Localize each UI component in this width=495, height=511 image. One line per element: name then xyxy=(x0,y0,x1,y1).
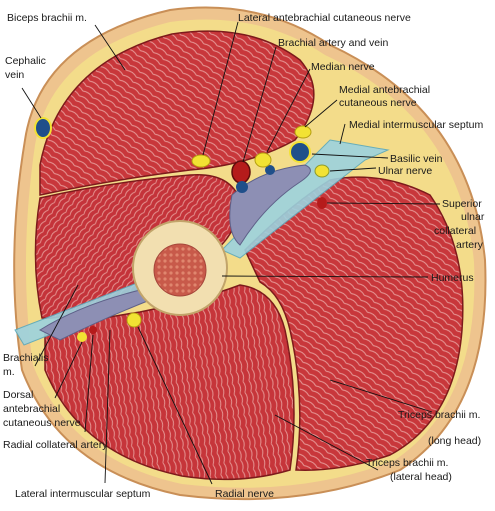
radial-nerve xyxy=(126,312,142,328)
label-radial-collateral-artery: Radial collateral artery xyxy=(3,439,108,451)
basilic-vein xyxy=(289,141,311,163)
label-triceps-lateral-line2: (lateral head) xyxy=(390,471,452,483)
label-superior-ulnar-line2: ulnar xyxy=(461,211,485,223)
label-cephalic-vein-line2: vein xyxy=(5,69,24,81)
label-cephalic-vein-line1: Cephalic xyxy=(5,55,46,67)
label-superior-ulnar-line3: collateral xyxy=(434,225,476,237)
label-dorsal-line1: Dorsal xyxy=(3,389,33,401)
lateral-antebrachial-cutaneous-nerve xyxy=(191,154,211,168)
median-nerve xyxy=(254,152,272,168)
brachial-artery xyxy=(231,160,251,184)
triceps-lateral-head-muscle xyxy=(44,284,295,481)
brachial-vein xyxy=(236,181,248,193)
medial-antebrachial-cutaneous-nerve xyxy=(294,125,312,139)
triceps-long-head-muscle xyxy=(244,176,464,471)
pointer-lines xyxy=(21,21,441,485)
bone-marrow xyxy=(153,243,207,297)
label-triceps-lateral-line1: Triceps brachii m. xyxy=(366,457,448,469)
cephalic-vein xyxy=(34,117,52,139)
radial-collateral-artery xyxy=(89,326,97,334)
label-triceps-long-line1: Triceps brachii m. xyxy=(398,409,480,421)
ulnar-nerve xyxy=(314,164,330,178)
brachial-vein-2 xyxy=(265,165,275,175)
label-dorsal-line3: cutaneous nerve xyxy=(3,417,81,429)
label-lateral-antebrachial-cutaneous-nerve: Lateral antebrachial cutaneous nerve xyxy=(238,12,411,24)
label-brachialis-line1: Brachialis xyxy=(3,352,49,364)
dorsal-antebrachial-cutaneous-nerve xyxy=(77,332,87,342)
label-superior-ulnar-line4: artery xyxy=(456,239,484,251)
label-triceps-long-line2: (long head) xyxy=(428,435,481,447)
label-median-nerve: Median nerve xyxy=(311,61,375,73)
label-brachial-artery-vein: Brachial artery and vein xyxy=(278,37,388,49)
label-brachialis-line2: m. xyxy=(3,366,15,378)
label-radial-nerve: Radial nerve xyxy=(215,488,274,500)
label-ulnar-nerve: Ulnar nerve xyxy=(378,165,432,177)
superior-ulnar-collateral-artery xyxy=(317,197,327,209)
label-humerus: Humerus xyxy=(431,272,474,284)
label-lateral-intermuscular-septum: Lateral intermuscular septum xyxy=(15,488,151,500)
label-dorsal-line2: antebrachial xyxy=(3,403,60,415)
label-medial-intermuscular-septum: Medial intermuscular septum xyxy=(349,119,483,131)
label-biceps-brachii: Biceps brachii m. xyxy=(7,12,87,24)
label-basilic-vein: Basilic vein xyxy=(390,153,443,165)
label-medial-antebrachial-line1: Medial antebrachial xyxy=(339,84,430,96)
label-superior-ulnar-line1: Superior xyxy=(442,198,482,210)
label-medial-antebrachial-line2: cutaneous nerve xyxy=(339,97,417,109)
